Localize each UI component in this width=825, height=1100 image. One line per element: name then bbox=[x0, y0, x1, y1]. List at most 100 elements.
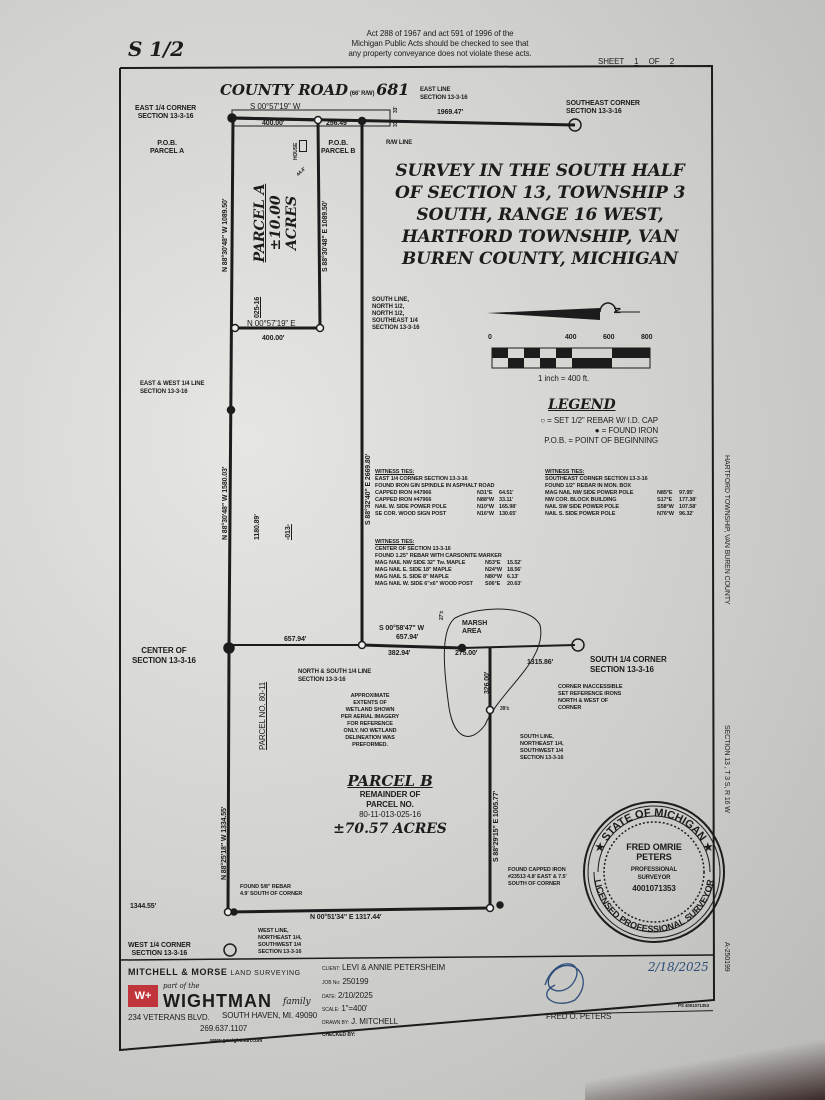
rw-line-label: R/W LINE bbox=[386, 140, 413, 146]
label-line: SOUTH OF CORNER bbox=[508, 881, 561, 887]
signature-date: 2/18/2025 bbox=[648, 960, 709, 974]
parcel-b-line: REMAINDER OF bbox=[359, 790, 421, 799]
dist-1315: 1315.86' bbox=[527, 659, 554, 666]
parcel-a-east-dim: S 88°30'48" E 1089.50' bbox=[322, 200, 329, 272]
witness-desc: CAPPED IRON #47966 bbox=[375, 490, 432, 496]
scale-tick: 400 bbox=[565, 334, 577, 341]
road-number: 681 bbox=[376, 80, 410, 99]
west-mid-part-dim: 1180.89' bbox=[254, 514, 261, 540]
city: SOUTH HAVEN, MI. 49090 bbox=[222, 1011, 318, 1020]
label-line: APPROXIMATE bbox=[350, 693, 390, 699]
label-line: SOUTH LINE, bbox=[520, 734, 554, 740]
label-line: P.O.B. bbox=[328, 140, 348, 147]
label-line: NORTHEAST 1/4, bbox=[258, 935, 302, 941]
sheet-total: 2 bbox=[669, 57, 675, 66]
parcel-b-line: 80-11-013-025-16 bbox=[359, 810, 421, 819]
legend-item: ● = FOUND IRON bbox=[594, 426, 658, 435]
witness-desc: MAG NAIL NW SIDE POWER POLE bbox=[545, 490, 634, 496]
dist-27: 27'± bbox=[439, 610, 445, 620]
witness-row: CENTER OF SECTION 13-3-16 bbox=[375, 546, 521, 553]
label-line: SECTION 13-3-16 bbox=[566, 108, 622, 115]
wightman-logo: W+ bbox=[128, 985, 158, 1007]
witness-bearing: N16°W bbox=[477, 511, 494, 517]
label-line: SECTION 13-3-16 bbox=[132, 656, 196, 665]
north-arrow bbox=[487, 308, 600, 320]
title-line: BUREN COUNTY, MICHIGAN bbox=[401, 249, 679, 269]
field-label: SCALE: bbox=[322, 1007, 340, 1013]
parcel-a-area: ±10.00 bbox=[268, 195, 284, 251]
witness-bearing: S58°W bbox=[657, 504, 674, 510]
legend-item: P.O.B. = POINT OF BEGINNING bbox=[544, 436, 658, 445]
east-low-dim: S 88°29'15" E 1005.77' bbox=[493, 790, 500, 862]
pob-parcel-a: P.O.B.PARCEL A bbox=[150, 140, 184, 156]
label-line: NORTH & WEST OF bbox=[558, 698, 609, 704]
scale-tick: 800 bbox=[641, 334, 653, 341]
address: 234 VETERANS BLVD. bbox=[128, 1013, 210, 1022]
parcel-b-name: PARCEL B bbox=[347, 772, 433, 790]
road-row: (66' R/W) bbox=[349, 91, 375, 97]
label-line: SOUTHWEST 1/4 bbox=[258, 942, 302, 948]
label-line: SECTION 13-3-16 bbox=[131, 950, 188, 957]
phone: 269.637.1107 bbox=[200, 1024, 248, 1033]
label-line: WETLAND SHOWN bbox=[345, 707, 395, 713]
witness-desc: SOUTHEAST CORNER SECTION 13-3-16 bbox=[545, 476, 648, 482]
dist-1344: 1344.55' bbox=[130, 903, 157, 910]
road-dist-2: 256.49' bbox=[326, 120, 349, 127]
witness-desc: MAG NAIL S. SIDE 8" MAPLE bbox=[375, 574, 449, 580]
parcel-a-unit: ACRES bbox=[284, 196, 300, 250]
west-mid-dim: N 88°30'48" W 1580.03' bbox=[222, 466, 229, 540]
label-line: WEST 1/4 CORNER bbox=[128, 942, 191, 949]
label-line: FOR REFERENCE bbox=[347, 721, 393, 727]
dist-39: 39'± bbox=[500, 706, 510, 712]
witness-desc: CAPPED IRON #47966 bbox=[375, 497, 432, 503]
label-line: #23513 4.8' EAST & 7.5' bbox=[508, 874, 567, 880]
title-block-top bbox=[119, 954, 715, 961]
south-line-north-half-label: SOUTH LINE,NORTH 1/2,NORTH 1/2,SOUTHEAST… bbox=[372, 297, 420, 332]
west-low-dim: N 88°25'18" W 1334.55' bbox=[221, 806, 228, 880]
of-label: OF bbox=[648, 57, 660, 66]
row-width-b: 33' bbox=[393, 120, 399, 127]
signer-name: FRED O. PETERS bbox=[546, 1012, 612, 1021]
label-line: DELINEATION WAS bbox=[345, 735, 395, 741]
witness-dist: 130.65' bbox=[499, 511, 517, 517]
south-line-b bbox=[461, 644, 576, 649]
witness-dist: 107.58' bbox=[679, 504, 697, 510]
parcel-a-boundary bbox=[231, 116, 322, 330]
legend-items: ○ = SET 1/2" REBAR W/ I.D. CAP ● = FOUND… bbox=[498, 416, 658, 446]
parcel-no-80-11: PARCEL NO. 80-11 bbox=[258, 681, 267, 750]
survey-title: SURVEY IN THE SOUTH HALF OF SECTION 13, … bbox=[395, 160, 685, 270]
label-line: ONLY. NO WETLAND bbox=[343, 728, 397, 734]
family-label: family bbox=[283, 997, 311, 1007]
parcel-number-025: 025-16 bbox=[254, 296, 261, 318]
label-line: MARSH bbox=[462, 620, 488, 627]
drawn-value: J. MITCHELL bbox=[351, 1017, 399, 1026]
road-bearing: S 00°57'19" W bbox=[250, 102, 301, 111]
website-link[interactable]: www.gowightman.com bbox=[210, 1038, 263, 1044]
label-line: WEST LINE, bbox=[258, 928, 289, 934]
found-capped-iron-note: FOUND CAPPED IRON#23513 4.8' EAST & 7.5'… bbox=[508, 867, 567, 888]
road-dist-east: 1969.47' bbox=[437, 109, 464, 116]
witness-bearing: N76°W bbox=[657, 511, 674, 517]
date-row: DATE: 2/10/2025 bbox=[322, 991, 373, 1002]
label-line: SECTION 13-3-16 bbox=[372, 325, 420, 331]
part-of-label: part of the bbox=[163, 982, 200, 990]
legend-title: LEGEND bbox=[548, 397, 616, 413]
seal-name: PETERS bbox=[636, 852, 672, 862]
label-line: EAST & WEST 1/4 LINE bbox=[140, 381, 205, 387]
witness-desc: NW COR. BLOCK BUILDING bbox=[545, 497, 617, 503]
act-notice: Act 288 of 1967 and act 591 of 1996 of t… bbox=[330, 29, 550, 59]
pob-parcel-b: P.O.B.PARCEL B bbox=[321, 140, 355, 156]
witness-row: EAST 1/4 CORNER SECTION 13-3-16 bbox=[375, 476, 516, 483]
west-line-upper bbox=[227, 117, 235, 649]
witness-bearing: N85°E bbox=[657, 490, 673, 496]
